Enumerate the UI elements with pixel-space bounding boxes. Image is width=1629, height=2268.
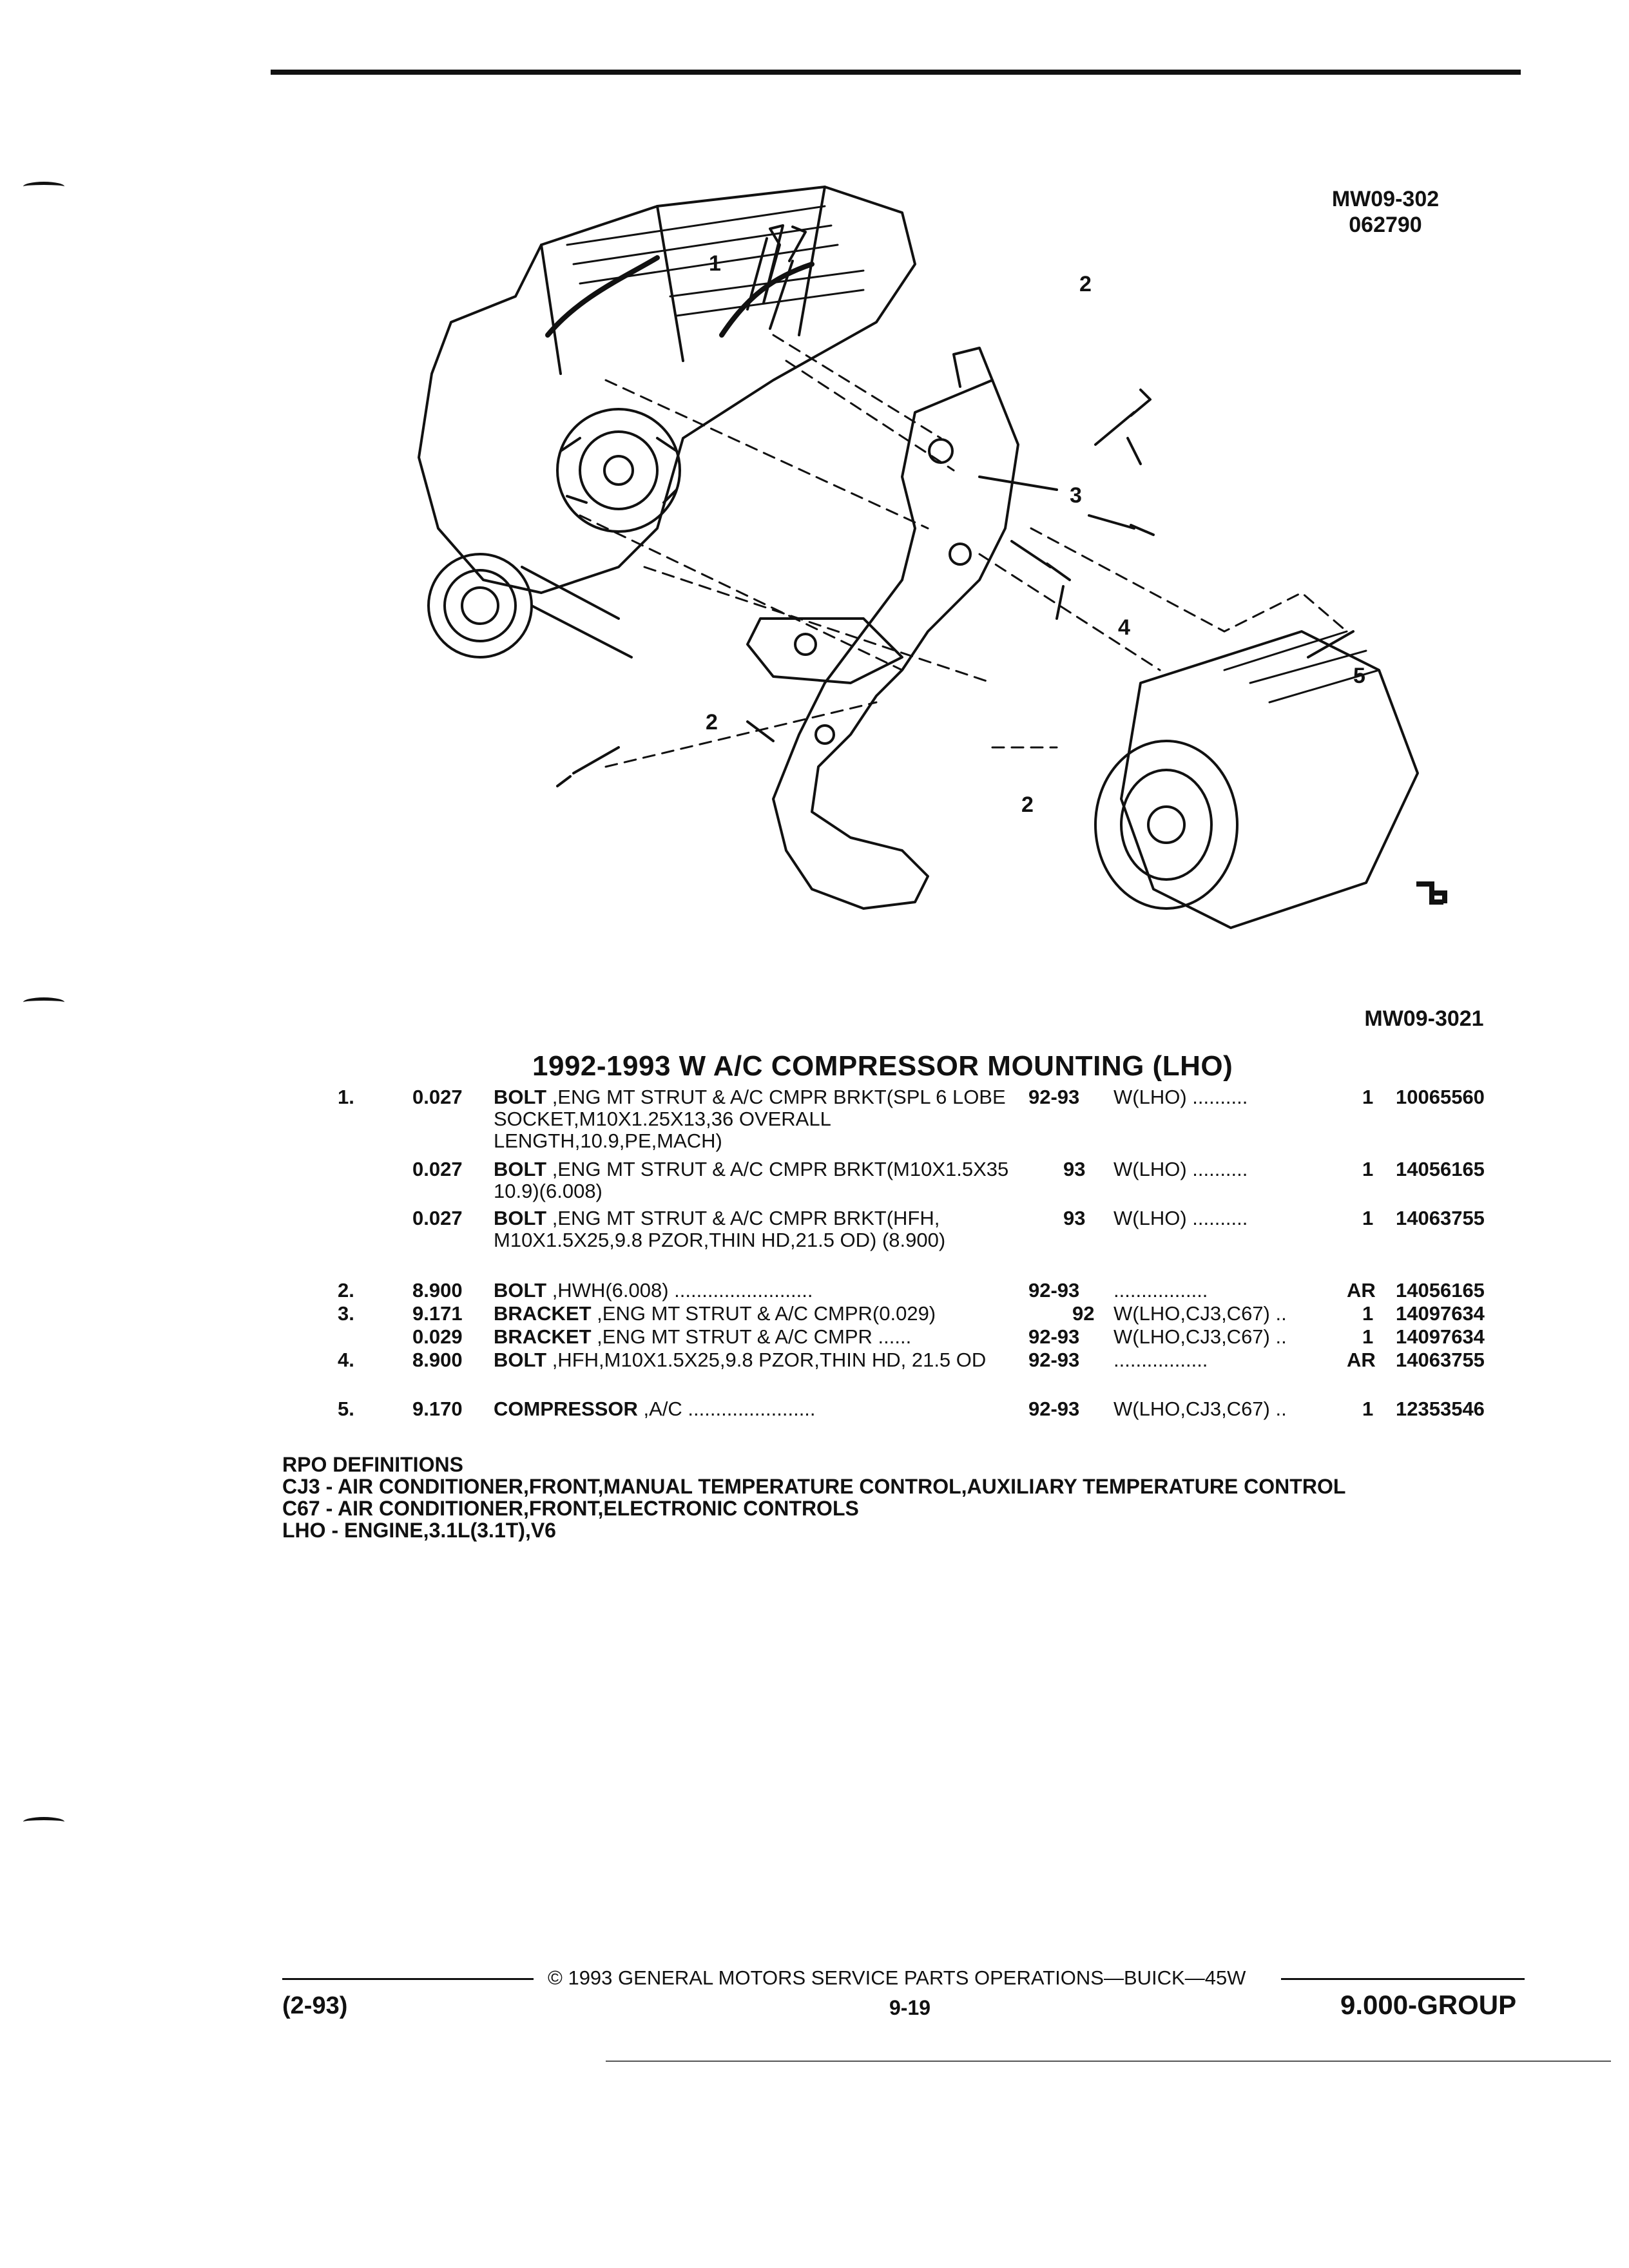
part-description: BOLT ,ENG MT STRUT & A/C CMPR BRKT(SPL 6… (494, 1086, 1006, 1152)
top-rule (271, 70, 1521, 75)
callout-2c: 2 (1021, 793, 1034, 817)
group-label: 9.000-GROUP (1340, 1990, 1517, 2020)
group-number: 9.170 (412, 1398, 463, 1420)
gm-mark-icon (1416, 881, 1447, 905)
usage: W(LHO,CJ3,C67) .. (1113, 1398, 1287, 1420)
group-number: 8.900 (412, 1349, 463, 1371)
rpo-line: C67 - AIR CONDITIONER,FRONT,ELECTRONIC C… (282, 1497, 859, 1520)
ref-number: 4. (338, 1349, 354, 1371)
part-number: 14063755 (1396, 1207, 1485, 1229)
usage: ................. (1113, 1349, 1208, 1371)
part-description: BRACKET ,ENG MT STRUT & A/C CMPR(0.029) (494, 1302, 936, 1325)
model-years: 93 (1063, 1158, 1086, 1180)
usage: ................. (1113, 1279, 1208, 1302)
callout-2b: 2 (706, 710, 718, 735)
exploded-view-illustration: 1 2 3 4 5 2 2 (418, 186, 1447, 929)
footer-copyright: © 1993 GENERAL MOTORS SERVICE PARTS OPER… (548, 1966, 1246, 1989)
part-number: 14097634 (1396, 1302, 1485, 1325)
ref-number: 5. (338, 1398, 354, 1420)
rpo-line: LHO - ENGINE,3.1L(3.1T),V6 (282, 1519, 556, 1542)
footer-rule-right (1281, 1978, 1525, 1980)
figure-ref-top: MW09-302 (1331, 187, 1440, 211)
group-number: 8.900 (412, 1279, 463, 1302)
callout-3: 3 (1070, 483, 1082, 508)
callout-1: 1 (709, 251, 721, 276)
part-description: BRACKET ,ENG MT STRUT & A/C CMPR ...... (494, 1325, 912, 1348)
part-description: BOLT ,ENG MT STRUT & A/C CMPR BRKT(M10X1… (494, 1158, 1009, 1202)
model-years: 92-93 (1028, 1279, 1080, 1302)
model-years: 93 (1063, 1207, 1086, 1229)
group-number: 0.027 (412, 1207, 463, 1229)
ref-number: 3. (338, 1302, 354, 1325)
quantity: 1 (1362, 1398, 1374, 1420)
model-years: 92-93 (1028, 1349, 1080, 1371)
part-description: BOLT ,ENG MT STRUT & A/C CMPR BRKT(HFH, … (494, 1207, 946, 1251)
part-number: 12353546 (1396, 1398, 1485, 1420)
margin-mark (23, 1817, 64, 1827)
callout-5: 5 (1353, 664, 1365, 688)
quantity: 1 (1362, 1207, 1374, 1229)
group-number: 0.027 (412, 1158, 463, 1180)
figure-ref-date: 062790 (1349, 213, 1422, 237)
part-number: 14056165 (1396, 1279, 1485, 1302)
rpo-line: CJ3 - AIR CONDITIONER,FRONT,MANUAL TEMPE… (282, 1475, 1346, 1498)
ref-number: 1. (338, 1086, 354, 1108)
usage: W(LHO,CJ3,C67) .. (1113, 1302, 1287, 1325)
model-years: 92-93 (1028, 1325, 1080, 1348)
quantity: AR (1347, 1279, 1376, 1302)
model-years: 92-93 (1028, 1398, 1080, 1420)
part-number: 14063755 (1396, 1349, 1485, 1371)
rpo-heading: RPO DEFINITIONS (282, 1453, 463, 1476)
quantity: 1 (1362, 1302, 1374, 1325)
quantity: 1 (1362, 1325, 1374, 1348)
usage: W(LHO) .......... (1113, 1086, 1248, 1108)
callout-2: 2 (1079, 272, 1092, 296)
margin-mark (23, 182, 64, 191)
usage: W(LHO) .......... (1113, 1207, 1248, 1229)
bottom-rule (606, 2061, 1611, 2062)
usage: W(LHO,CJ3,C67) .. (1113, 1325, 1287, 1348)
footer-date: (2-93) (282, 1992, 348, 2019)
group-number: 0.027 (412, 1086, 463, 1108)
model-years: 92 (1072, 1302, 1095, 1325)
usage: W(LHO) .......... (1113, 1158, 1248, 1180)
quantity: 1 (1362, 1158, 1374, 1180)
group-number: 9.171 (412, 1302, 463, 1325)
margin-mark (23, 997, 64, 1007)
footer-rule-left (282, 1978, 534, 1980)
part-number: 14097634 (1396, 1325, 1485, 1348)
part-number: 10065560 (1396, 1086, 1485, 1108)
page-number: 9-19 (889, 1996, 931, 2019)
part-description: BOLT ,HFH,M10X1.5X25,9.8 PZOR,THIN HD, 2… (494, 1349, 987, 1371)
part-number: 14056165 (1396, 1158, 1485, 1180)
quantity: 1 (1362, 1086, 1374, 1108)
callout-4: 4 (1118, 615, 1130, 640)
ref-number: 2. (338, 1279, 354, 1302)
group-number: 0.029 (412, 1325, 463, 1348)
model-years: 92-93 (1028, 1086, 1080, 1108)
quantity: AR (1347, 1349, 1376, 1371)
rpo-definitions: RPO DEFINITIONS CJ3 - AIR CONDITIONER,FR… (282, 1454, 1507, 1541)
section-title: 1992-1993 W A/C COMPRESSOR MOUNTING (LHO… (532, 1050, 1233, 1082)
part-description: BOLT ,HWH(6.008) .......................… (494, 1279, 813, 1302)
part-description: COMPRESSOR ,A/C ....................... (494, 1398, 816, 1420)
figure-ref-bottom: MW09-3021 (1364, 1006, 1484, 1031)
